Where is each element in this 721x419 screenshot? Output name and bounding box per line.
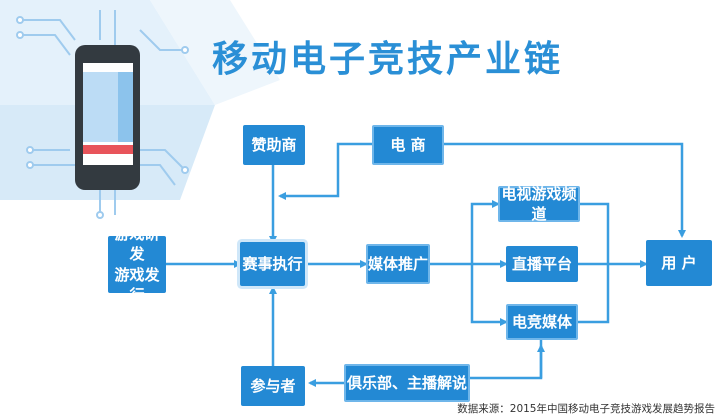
edge-branch-to-tv [470,200,500,264]
node-game-dev-label: 游戏研发 [114,225,160,264]
node-tv-game-channel: 电视游戏频道 [498,184,580,223]
node-ecommerce: 电 商 [372,125,444,165]
node-sponsor-label: 赞助商 [251,135,297,154]
node-participants-label: 参与者 [250,376,296,395]
node-media-promotion: 媒体推广 [366,244,430,284]
node-event-execution: 赛事执行 [240,242,305,286]
node-clubs-streamers: 俱乐部、主播解说 [344,364,470,402]
edge-ecommerce-to-users [444,142,686,238]
diagram-title: 移动电子竞技产业链 [212,39,564,80]
edge-esports-to-clubs [470,339,543,380]
node-users-label: 用 户 [661,253,697,272]
node-esports-media: 电竞媒体 [506,304,578,340]
node-event-execution-label: 赛事执行 [242,254,303,273]
node-ecommerce-label: 电 商 [390,135,426,154]
edge-esports-to-merge [578,264,610,324]
node-game-publish-label: 游戏发行 [114,265,160,304]
node-game-dev-publish: 游戏研发 游戏发行 [108,225,166,304]
node-live-platform-label: 直播平台 [511,254,572,273]
node-sponsor: 赞助商 [243,125,305,165]
node-live-platform: 直播平台 [506,246,578,282]
node-participants: 参与者 [241,366,305,406]
node-esports-media-label: 电竞媒体 [511,312,572,331]
data-source-note: 数据来源：2015年中国移动电子竞技游戏发展趋势报告 [457,403,715,415]
edge-ecommerce-to-event [278,142,372,200]
node-media-promotion-label: 媒体推广 [368,254,429,273]
edge-tv-to-merge [580,202,610,264]
node-tv-game-channel-label: 电视游戏频道 [501,184,577,223]
edge-branch-to-esports [470,264,508,326]
node-users: 用 户 [646,240,712,286]
node-clubs-streamers-label: 俱乐部、主播解说 [346,373,467,392]
